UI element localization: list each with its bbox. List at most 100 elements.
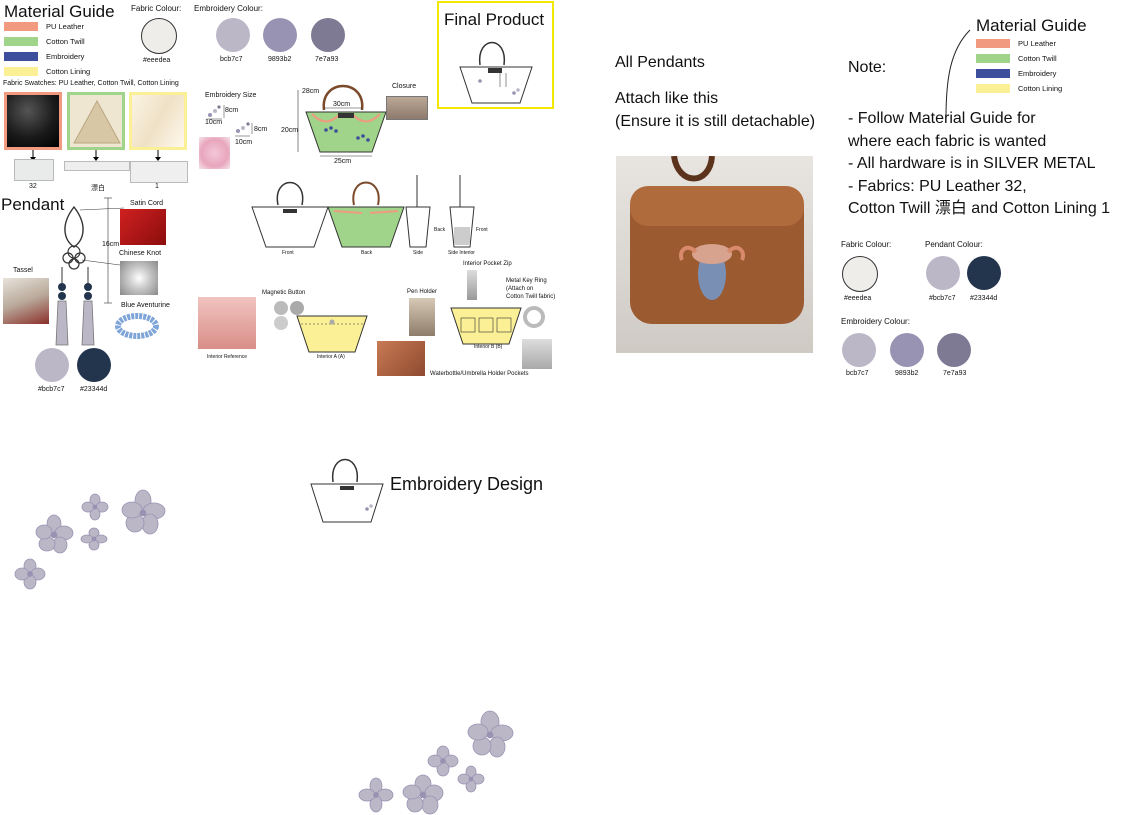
right-swatch-embroidery bbox=[976, 69, 1010, 78]
magnetic-button-2 bbox=[290, 301, 304, 315]
fabric-colour-label: Fabric Colour: bbox=[131, 4, 182, 13]
key-ring-label: Metal Key Ring (Attach on Cotton Twill f… bbox=[506, 278, 556, 300]
embroidery-swatch-1 bbox=[216, 18, 250, 52]
interior-b-label: Interior B (B) bbox=[474, 344, 503, 350]
right-swatch-lining bbox=[976, 84, 1010, 93]
pendant-swatch-1 bbox=[35, 348, 69, 382]
code-card-32 bbox=[14, 159, 54, 181]
bag-views bbox=[251, 175, 475, 248]
blue-aventurine-bracelet bbox=[115, 313, 159, 339]
pendant-example-photo bbox=[616, 156, 813, 353]
flower-cluster-bottom bbox=[358, 710, 514, 815]
view-side-interior: Side Interior bbox=[448, 250, 475, 256]
material-guide-title: Material Guide bbox=[4, 2, 115, 21]
chinese-knot-label: Chinese Knot bbox=[119, 250, 162, 257]
embroidery-design-title: Embroidery Design bbox=[390, 474, 544, 494]
right-legend-lining: Cotton Lining bbox=[976, 81, 1062, 96]
tassel-photo bbox=[3, 278, 49, 324]
fabric-colour-swatch bbox=[141, 18, 177, 54]
emb-height-1: 8cm bbox=[225, 107, 239, 114]
right-embroidery-swatch-1 bbox=[842, 333, 876, 367]
right-embroidery-hex-1: bcb7c7 bbox=[846, 370, 869, 377]
pendant-title: Pendant bbox=[1, 195, 65, 214]
final-product-box bbox=[437, 1, 554, 109]
right-embroidery-swatch-3 bbox=[937, 333, 971, 367]
embroidery-hex-2: 9893b2 bbox=[268, 56, 292, 63]
right-pendant-colour-label: Pendant Colour: bbox=[925, 240, 983, 249]
legend-label: Embroidery bbox=[46, 52, 85, 61]
legend-label: Cotton Twill bbox=[46, 37, 85, 46]
right-pendant-swatch-2 bbox=[967, 256, 1001, 290]
code-1: 1 bbox=[155, 183, 159, 190]
embroidery-design-bag bbox=[310, 458, 384, 523]
embroidery-size-drawing bbox=[207, 105, 253, 137]
pocket-photo bbox=[522, 339, 552, 369]
interior-b-drawing bbox=[450, 307, 522, 345]
legend-cotton-twill: Cotton Twill bbox=[4, 34, 90, 49]
right-embroidery-colour-label: Embroidery Colour: bbox=[841, 317, 910, 326]
right-swatch-twill bbox=[976, 54, 1010, 63]
interior-reference-photo bbox=[198, 297, 256, 349]
interior-pocket-zip-label: Interior Pocket Zip bbox=[463, 261, 512, 267]
interior-reference-label: Interior Reference bbox=[207, 354, 248, 360]
legend-label: Embroidery bbox=[1018, 69, 1057, 78]
embroidery-photo bbox=[199, 137, 230, 169]
code-piaobai: 漂白 bbox=[91, 185, 105, 192]
emb-width-2: 10cm bbox=[235, 139, 253, 146]
right-fabric-colour-label: Fabric Colour: bbox=[841, 240, 892, 249]
fabric-swatches-title: Fabric Swatches: PU Leather, Cotton Twil… bbox=[3, 80, 179, 87]
pendant-drawing bbox=[55, 197, 125, 346]
right-legend-embroidery: Embroidery bbox=[976, 66, 1062, 81]
final-product-title: Final Product bbox=[444, 10, 545, 29]
swatch-arrows bbox=[30, 150, 161, 161]
magnetic-button-label: Magnetic Button bbox=[262, 290, 306, 296]
cotton-lining-photo bbox=[129, 92, 187, 150]
note-line-1: - Follow Material Guide for bbox=[848, 110, 1036, 127]
zip-photo bbox=[467, 270, 477, 300]
legend-pu-leather: PU Leather bbox=[4, 19, 90, 34]
embroidery-colour-label: Embroidery Colour: bbox=[194, 4, 263, 13]
magnetic-button-1 bbox=[274, 301, 288, 315]
swatch-embroidery bbox=[4, 52, 38, 61]
tassel-label: Tassel bbox=[13, 267, 33, 274]
final-product-bag bbox=[459, 41, 533, 104]
swatch-pu-leather bbox=[4, 22, 38, 31]
note-line-2: where each fabric is wanted bbox=[848, 132, 1047, 150]
main-bag-diagram bbox=[297, 84, 387, 157]
cotton-twill-photo bbox=[67, 92, 125, 150]
view-front: Front bbox=[282, 250, 294, 256]
view-side: Side bbox=[413, 250, 424, 256]
bag-bottom-width: 25cm bbox=[334, 158, 352, 165]
note-title: Note: bbox=[848, 59, 887, 76]
note-line-3: - All hardware is in SILVER METAL bbox=[848, 155, 1096, 172]
emb-width-1: 10cm bbox=[205, 119, 223, 126]
bag-top-width: 30cm bbox=[333, 101, 351, 108]
chinese-knot-photo bbox=[120, 261, 158, 295]
right-embroidery-hex-2: 9893b2 bbox=[895, 370, 919, 377]
flower-cluster-top bbox=[14, 489, 166, 590]
legend-label: PU Leather bbox=[46, 22, 84, 31]
waterbottle-label: Waterbottle/Umbrella Holder Pockets bbox=[430, 371, 529, 377]
pen-holder-label: Pen Holder bbox=[407, 289, 438, 295]
pen-holder-photo bbox=[409, 298, 435, 336]
view-side-interior-front: Front bbox=[476, 227, 488, 233]
embroidery-swatch-2 bbox=[263, 18, 297, 52]
emb-height-2: 8cm bbox=[254, 126, 268, 133]
pendant-length: 16cm bbox=[102, 241, 120, 248]
note-body: - Follow Material Guide for where each f… bbox=[848, 108, 1110, 221]
right-pendant-hex-1: #bcb7c7 bbox=[929, 295, 956, 302]
right-pendant-hex-2: #23344d bbox=[970, 295, 998, 302]
right-embroidery-hex-3: 7e7a93 bbox=[943, 370, 967, 377]
bag-body-height: 20cm bbox=[281, 127, 299, 134]
pu-leather-photo bbox=[4, 92, 62, 150]
right-fabric-swatch bbox=[842, 256, 878, 292]
right-legend-twill: Cotton Twill bbox=[976, 51, 1062, 66]
closure-label: Closure bbox=[392, 83, 417, 90]
bag-top-height: 28cm bbox=[302, 88, 320, 95]
note-line-4: - Fabrics: PU Leather 32, bbox=[848, 177, 1027, 195]
closure-photo bbox=[386, 96, 428, 120]
legend-label: Cotton Lining bbox=[1018, 84, 1063, 93]
all-pendants-title: All Pendants bbox=[615, 54, 705, 71]
right-swatch-pu bbox=[976, 39, 1010, 48]
material-guide-legend: PU Leather Cotton Twill Embroidery Cotto… bbox=[4, 19, 90, 79]
